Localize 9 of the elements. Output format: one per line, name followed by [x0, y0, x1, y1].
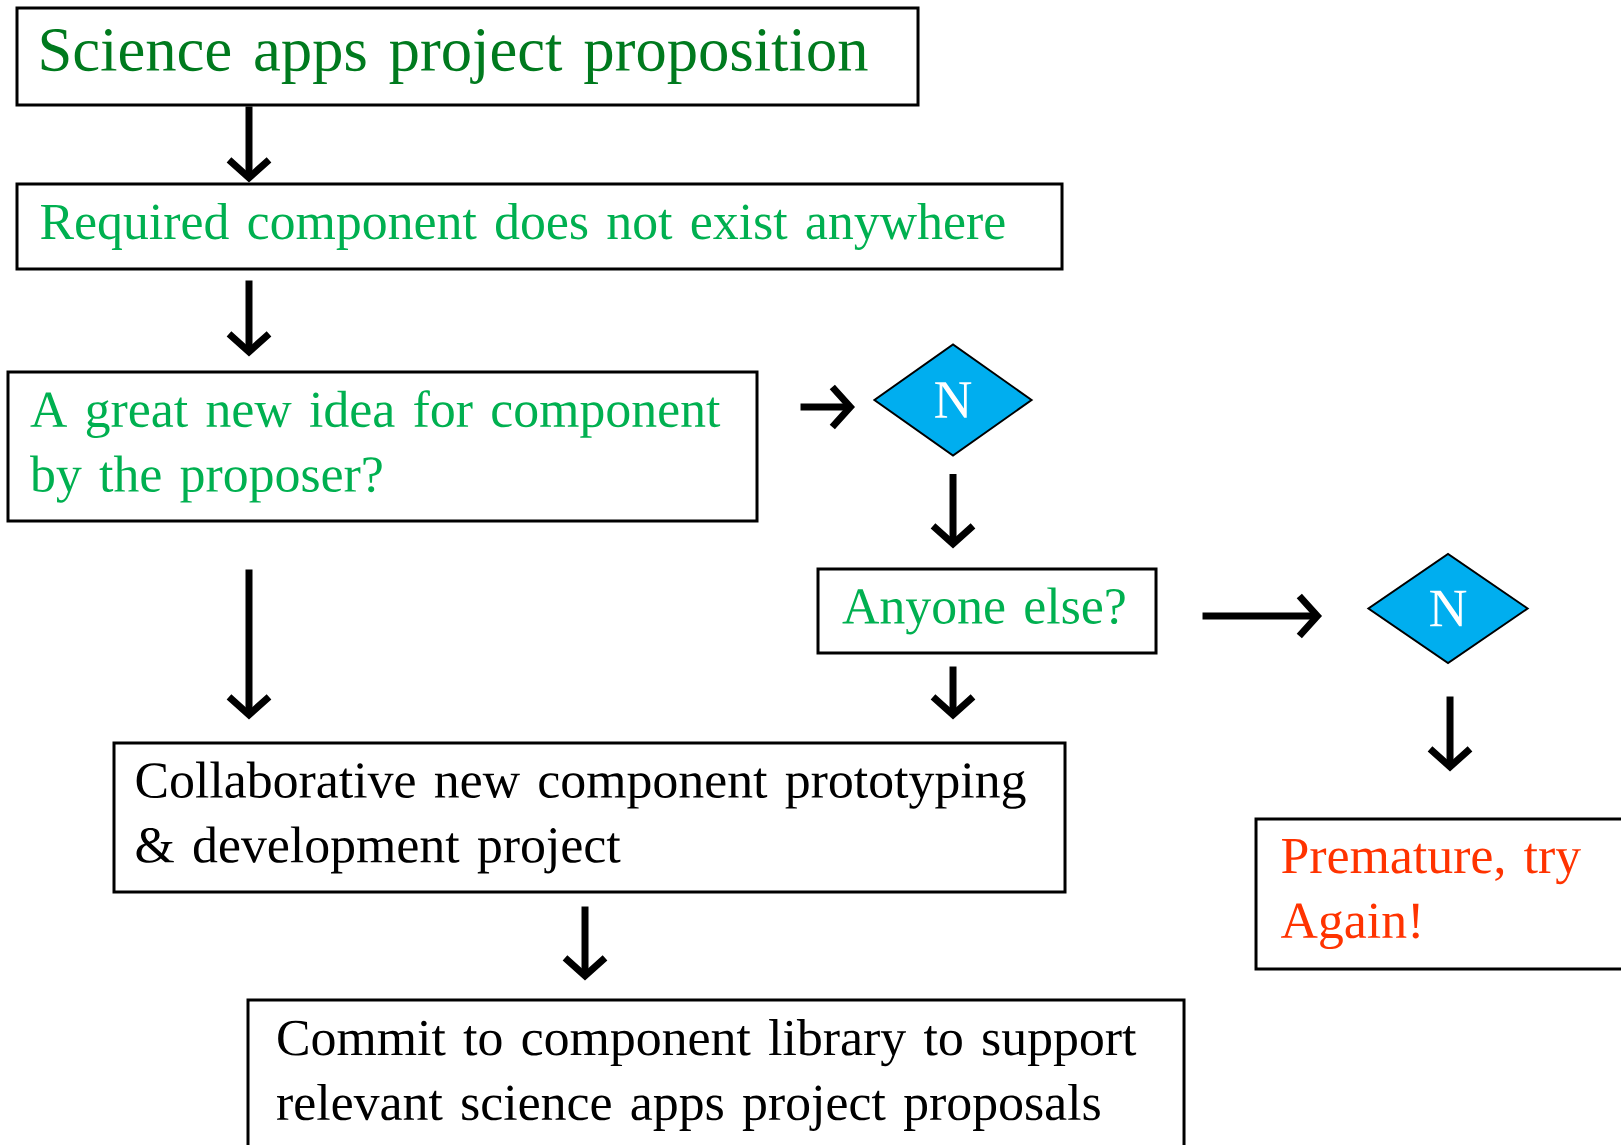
question-box: A great new idea for component by the proposer? [6, 370, 759, 523]
question-box: Anyone else? [816, 567, 1158, 655]
arrow [226, 569, 272, 720]
process-box: Science apps project proposition [15, 6, 920, 107]
process-box: Collaborative new component prototyping & development project [112, 741, 1067, 894]
process-box: Required component does not exist anywhere [15, 182, 1064, 271]
process-box: Commit to component library to support relevant science apps project proposals [246, 998, 1186, 1145]
arrow [1202, 593, 1323, 639]
result-box: Premature, try Again! [1254, 817, 1621, 971]
